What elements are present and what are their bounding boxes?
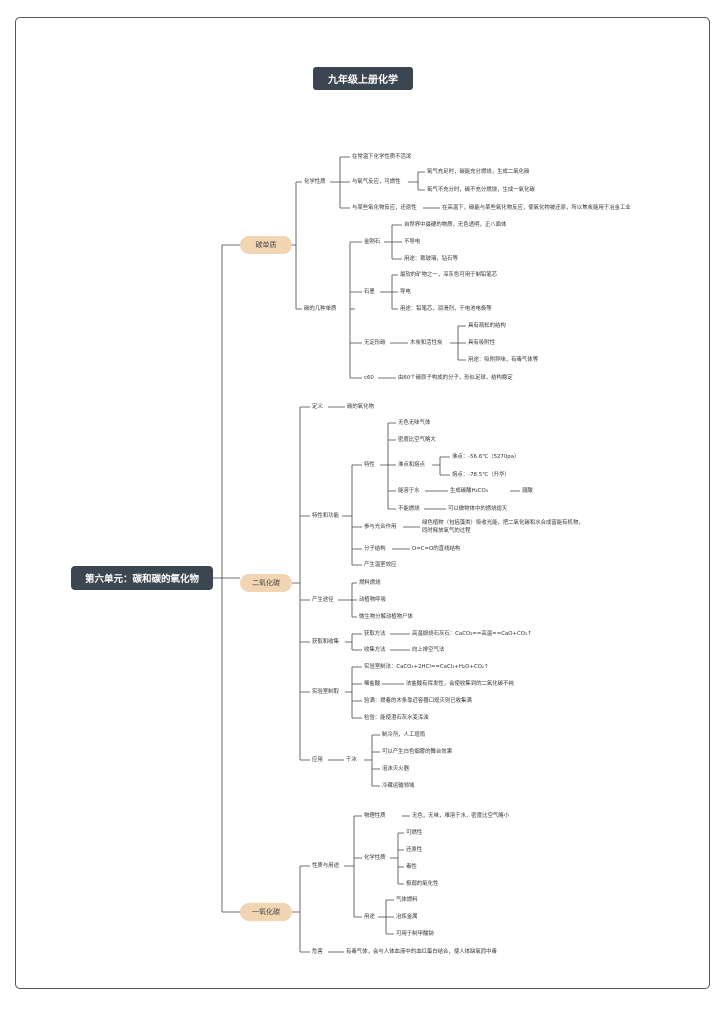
node-lab-b: 验满：燃着的木条靠近容器口熄灭则已收集满	[364, 698, 472, 704]
node-co-harm-a: 有毒气体，会与人体血液中的血红蛋白结合，使人体缺氧而中毒	[346, 949, 497, 955]
node-amorphous-c: 用途：吸附异味，有毒气体等	[468, 357, 539, 363]
node-lab-c: 检验：能使澄石灰水变浑浊	[364, 715, 429, 721]
canvas-frame	[15, 17, 710, 989]
node-obtain-a: 高温煅烧石灰石：CaCO₃==高温==CaO+CO₂↑	[412, 631, 532, 637]
node-amorphous: 无定形碳	[364, 340, 386, 346]
node-stable: 在常温下化学性质不活泼	[352, 154, 412, 160]
node-c60: c60	[364, 375, 374, 381]
node-photosynthesis: 参与光合作用	[364, 524, 397, 530]
node-diamond-c: 用途：裁玻璃，钻石等	[404, 256, 458, 262]
node-dry-ice-c: 泡沫灭火器	[382, 766, 409, 772]
node-extinguish: 可以做物体中的燃烧熄灭	[448, 506, 508, 512]
node-obtain-method: 获取方法	[364, 631, 386, 637]
root-topic: 第六单元：碳和碳的氧化物	[71, 566, 213, 590]
node-definition: 定义	[312, 404, 323, 410]
node-sources-c: 微生物分解动植物尸体	[359, 614, 413, 620]
node-graphite-b: 导电	[400, 289, 411, 295]
node-amorphous-a: 具有疏松的结构	[468, 323, 506, 329]
node-carbon-types: 碳的几种单质	[304, 306, 337, 312]
node-sources: 产生途径	[312, 597, 334, 603]
node-co-chem-c: 毒性	[406, 864, 417, 870]
node-diamond: 金刚石	[364, 239, 381, 245]
node-co-use-b: 冶炼金属	[396, 914, 418, 920]
node-co-harm: 危害	[312, 949, 323, 955]
node-diamond-b: 不导电	[404, 239, 421, 245]
node-sources-b: 动植物呼吸	[359, 597, 386, 603]
node-weak-acid: 弱酸	[522, 488, 533, 494]
node-melting-point: 熔点：-78.5℃（升华）	[452, 472, 510, 478]
node-dilute-hcl: 稀盐酸	[364, 681, 381, 687]
topic-carbon-monoxide: 一氧化碳	[240, 903, 292, 921]
node-non-flammable: 不能燃烧	[398, 506, 420, 512]
node-application: 应用	[312, 757, 323, 763]
topic-carbon-dioxide: 二氧化碳	[240, 574, 292, 592]
node-amorphous-b: 具有吸附性	[468, 340, 495, 346]
node-molecular-structure: 分子结构	[364, 546, 386, 552]
node-structure-a: O=C=O的直线结构	[412, 546, 461, 552]
node-reducing: 与某些氧化物反应，还原性	[352, 205, 417, 211]
node-graphite-a: 最软的矿物之一，深灰色可用于制铅笔芯	[400, 272, 498, 278]
node-definition-a: 碳的氧化物	[347, 404, 374, 410]
node-greenhouse: 产生温室效应	[364, 562, 397, 568]
node-obtain-collect: 获取和收集	[312, 639, 339, 645]
node-lab-prep: 实验室制取	[312, 689, 339, 695]
node-carbonic-acid: 生成碳酸H₂CO₃	[450, 488, 488, 494]
node-co-use-a: 气体燃料	[396, 897, 418, 903]
node-co-chem-a: 可燃性	[406, 830, 423, 836]
node-reducing-detail: 在高温下，碳能与某些氧化物反应，使氧化物被还原，所以焦炭能用于冶金工业	[442, 205, 631, 211]
node-dry-ice-d: 冷藏运输领域	[382, 783, 415, 789]
node-traits-a: 无色无味气体	[398, 420, 431, 426]
node-traits-b: 密度比空气略大	[398, 437, 436, 443]
node-melting-boiling: 沸点和熔点	[398, 462, 425, 468]
node-co-physical-a: 无色，无味，难溶于水，密度比空气略小	[412, 813, 510, 819]
node-co-props-uses: 性质与用途	[312, 863, 339, 869]
topic-carbon-element: 碳单质	[240, 236, 292, 254]
node-diamond-a: 自然界中最硬的物质，无色透明，正八面体	[404, 222, 507, 228]
node-collect-method: 收集方法	[364, 647, 386, 653]
node-photosynthesis-a: 绿色植物（包括藻类）吸收光能，把二氧化碳和水合成富能有机物，	[422, 520, 584, 526]
node-charcoal: 木炭和活性炭	[410, 340, 443, 346]
page-title: 九年级上册化学	[313, 67, 413, 90]
node-oxygen-sufficient: 氧气充足时，碳能充分燃烧，生成二氧化碳	[427, 169, 530, 175]
node-photosynthesis-b: 同时释放氧气的过程	[422, 528, 471, 534]
node-c60-a: 由60个碳原子构成的分子，形似足球，结构稳定	[398, 375, 513, 381]
node-sources-a: 燃料燃烧	[359, 580, 381, 586]
node-co-chemical: 化学性质	[364, 855, 386, 861]
node-chem-props: 化学性质	[304, 179, 326, 185]
node-co-chem-b: 还原性	[406, 847, 423, 853]
node-boiling-point: 沸点：-56.6℃（5270pa）	[452, 454, 520, 460]
node-co-use-c: 可用于制甲酸钠	[396, 931, 434, 937]
node-traits: 特性	[364, 462, 375, 468]
node-dry-ice-a: 制冷剂，人工增雨	[382, 732, 426, 738]
node-dry-ice: 干冰	[346, 757, 357, 763]
node-lab-a: 实验室制法：CaCO₃+2HCl==CaCl₂+H₂O+CO₂↑	[364, 664, 489, 670]
node-oxygen-insufficient: 氧气不充分时，碳不充分燃烧，生成一氧化碳	[427, 187, 535, 193]
node-co-chem-d: 极弱的氧化性	[406, 881, 439, 887]
node-oxygen-reaction: 与氧气反应，可燃性	[352, 179, 401, 185]
node-soluble: 能溶于水	[398, 488, 420, 494]
node-hcl-a: 浓盐酸有挥发性，会使收集到的二氧化碳不纯	[406, 681, 514, 687]
node-graphite-c: 用途：铅笔芯，润滑剂，干电池电极等	[400, 306, 492, 312]
node-co-uses: 用途	[364, 914, 375, 920]
node-co-physical: 物理性质	[364, 813, 386, 819]
node-traits-functions: 特性和功能	[312, 513, 339, 519]
node-collect-a: 向上排空气法	[412, 647, 445, 653]
node-graphite: 石墨	[364, 289, 375, 295]
node-dry-ice-b: 可以产生白色烟雾的舞台效果	[382, 749, 453, 755]
